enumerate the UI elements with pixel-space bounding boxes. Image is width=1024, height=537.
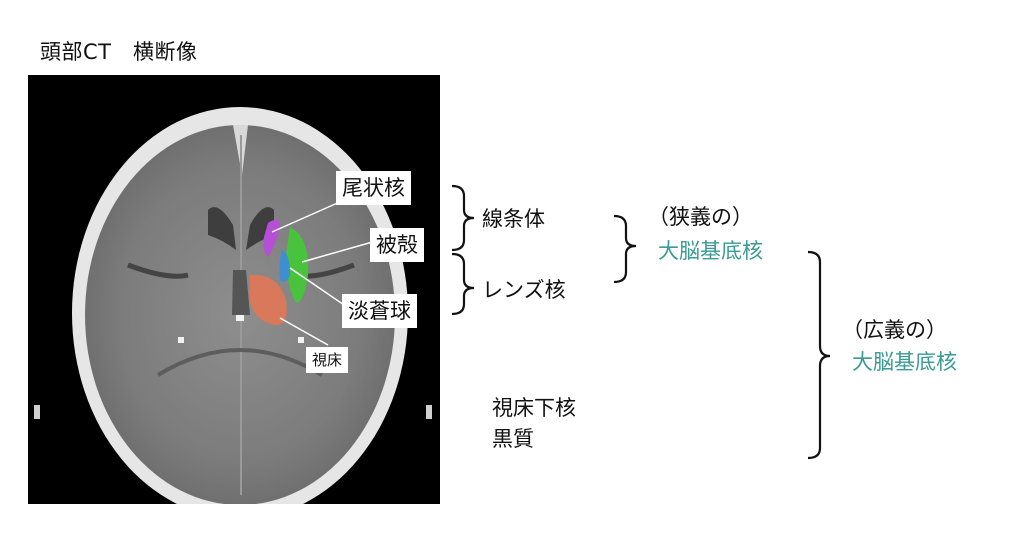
label-caudate: 尾状核 <box>336 171 411 205</box>
page-title: 頭部CT 横断像 <box>40 40 198 64</box>
label-thalamus: 視床 <box>306 347 349 373</box>
label-narrow-prefix: （狭義の） <box>648 205 753 229</box>
label-substantia-nigra: 黒質 <box>492 427 534 451</box>
label-broad-basal-ganglia: 大脳基底核 <box>852 350 957 374</box>
label-putamen: 被殻 <box>370 228 424 262</box>
label-globus-pallidus: 淡蒼球 <box>342 294 417 328</box>
bracket-broad <box>807 250 831 460</box>
bracket-lentiform <box>451 252 475 316</box>
label-broad-prefix: （広義の） <box>842 318 947 342</box>
label-striatum: 線条体 <box>482 207 545 231</box>
thalamus-region <box>250 274 287 326</box>
label-narrow-basal-ganglia: 大脳基底核 <box>658 239 763 263</box>
globus-pallidus-region <box>279 250 290 282</box>
label-subthalamic-nucleus: 視床下核 <box>492 396 576 420</box>
bracket-narrow <box>613 214 637 284</box>
caudate-region <box>263 219 280 257</box>
bracket-striatum <box>451 184 475 252</box>
label-lentiform: レンズ核 <box>482 278 566 302</box>
ct-scan-image <box>28 75 440 504</box>
lateral-ventricles <box>208 207 236 250</box>
putamen-region <box>286 227 309 303</box>
